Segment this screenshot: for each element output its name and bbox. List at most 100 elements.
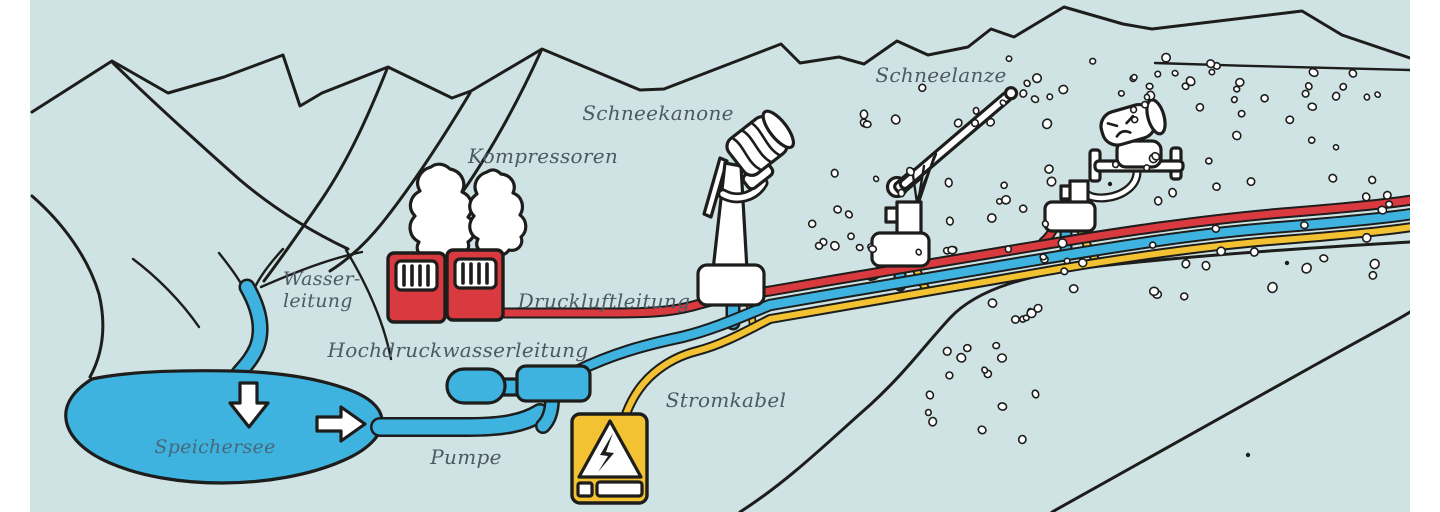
snow-dot <box>915 248 923 256</box>
snow-dot <box>1143 164 1151 172</box>
snow-dot <box>928 416 938 427</box>
snow-dot <box>1140 100 1149 109</box>
snow-dot <box>1204 157 1213 165</box>
snow-dot <box>1023 79 1031 88</box>
left-margin <box>0 0 30 512</box>
pump-body <box>515 364 592 403</box>
snow-dot <box>999 99 1007 107</box>
snow-dot <box>830 168 839 178</box>
right-margin <box>1410 0 1440 512</box>
lightning-icon <box>598 433 614 472</box>
snow-dot <box>1145 82 1154 91</box>
snow-dot <box>1148 286 1160 297</box>
snow-dot <box>1211 224 1221 233</box>
snow-dot <box>890 114 901 125</box>
power-cable <box>621 222 1417 419</box>
snow-cannon-1 <box>696 109 795 307</box>
snow-dot <box>1001 194 1011 205</box>
compressed-air-pipe <box>496 194 1418 319</box>
compressors <box>386 162 528 324</box>
snow-dot <box>1304 82 1313 91</box>
snow-dot <box>981 366 989 374</box>
label-schneekanone: Schneekanone <box>582 101 734 125</box>
snow-dot <box>1041 118 1053 130</box>
label-pumpe: Pumpe <box>429 445 501 469</box>
snow-dot <box>905 166 915 177</box>
snow-dot <box>972 106 980 115</box>
snow-dot <box>953 118 963 128</box>
high-pressure-water-pipe <box>570 207 1419 378</box>
snow-dot <box>1031 73 1043 84</box>
snow-dot <box>1232 85 1241 93</box>
steam-puff <box>468 168 528 258</box>
snow-dot <box>1010 315 1020 324</box>
snow-dot <box>1046 176 1057 187</box>
label-druckluftleitung: Druckluftleitung <box>517 289 691 313</box>
label-speichersee: Speichersee <box>154 436 275 458</box>
snow-dot <box>1206 59 1216 69</box>
snow-dot <box>1237 109 1246 118</box>
snow-dot <box>1267 281 1278 294</box>
snow-dot <box>1216 246 1226 257</box>
dark-speck <box>1107 181 1113 187</box>
snow-dot <box>1246 177 1256 187</box>
snow-dot <box>1057 238 1068 249</box>
snow-dot <box>986 117 996 127</box>
snow-dot <box>1385 200 1394 209</box>
reservoir-lake <box>64 369 384 485</box>
warning-triangle-icon <box>577 419 643 479</box>
snow-dot <box>1089 57 1097 65</box>
label-kompressoren: Kompressoren <box>467 144 618 168</box>
snow-dot <box>1017 434 1027 445</box>
power-box-label-wide <box>595 480 644 498</box>
snow-dot <box>1363 93 1371 101</box>
snow-dot <box>1331 91 1341 101</box>
labels: Kompressoren Schneekanone Schneelanze Wa… <box>154 63 1006 469</box>
snow-dot <box>1168 187 1178 198</box>
snow-dot <box>1154 70 1162 78</box>
snow-dot <box>996 353 1008 363</box>
label-hochdruckwasserleitung: Hochdruckwasserleitung <box>327 338 589 362</box>
snow-dot <box>1212 182 1221 192</box>
snow-dot <box>1382 190 1392 200</box>
snow-dot <box>847 232 855 241</box>
snow-dot <box>1332 144 1340 151</box>
snow-dot <box>1143 93 1151 101</box>
snow-dot <box>855 243 864 252</box>
down-arrow-icon <box>228 381 270 429</box>
snow-dot <box>992 341 1001 350</box>
snow-dot <box>1148 241 1157 249</box>
snow-dot <box>1129 105 1138 114</box>
pump-motor <box>445 367 507 405</box>
snow-dot <box>1000 181 1008 190</box>
snow-dot <box>1046 93 1054 101</box>
snow-dot <box>1063 257 1071 265</box>
cannon-strut <box>702 156 729 219</box>
snow-dot <box>925 390 935 400</box>
cannon-pedestal <box>1043 200 1097 233</box>
lance-post <box>895 200 923 237</box>
snow-dot <box>986 213 997 223</box>
snow-dot <box>1299 220 1309 230</box>
snow-dot <box>1301 89 1310 98</box>
snow-dot <box>1308 67 1319 78</box>
snow-dot <box>1130 73 1138 81</box>
snow-dot <box>924 408 933 417</box>
snow-dot <box>1005 55 1013 63</box>
snow-dot <box>814 241 824 250</box>
dark-speck <box>1245 452 1251 458</box>
snow-dot <box>1019 89 1028 98</box>
water-inlet-pipe <box>230 278 269 382</box>
snow-dots <box>807 52 1394 458</box>
snow-dot <box>942 346 952 356</box>
snow-dot <box>947 245 958 255</box>
mountain-ridges <box>30 5 1412 379</box>
snow-dot <box>1004 245 1013 254</box>
snow-dot <box>1039 253 1048 261</box>
cannon-drum <box>1099 98 1167 147</box>
label-schneelanze: Schneelanze <box>875 63 1006 87</box>
right-arrow-icon <box>315 405 367 443</box>
snow-dot <box>987 298 998 308</box>
snow-dot <box>1319 254 1329 263</box>
snow-dot <box>807 219 817 229</box>
